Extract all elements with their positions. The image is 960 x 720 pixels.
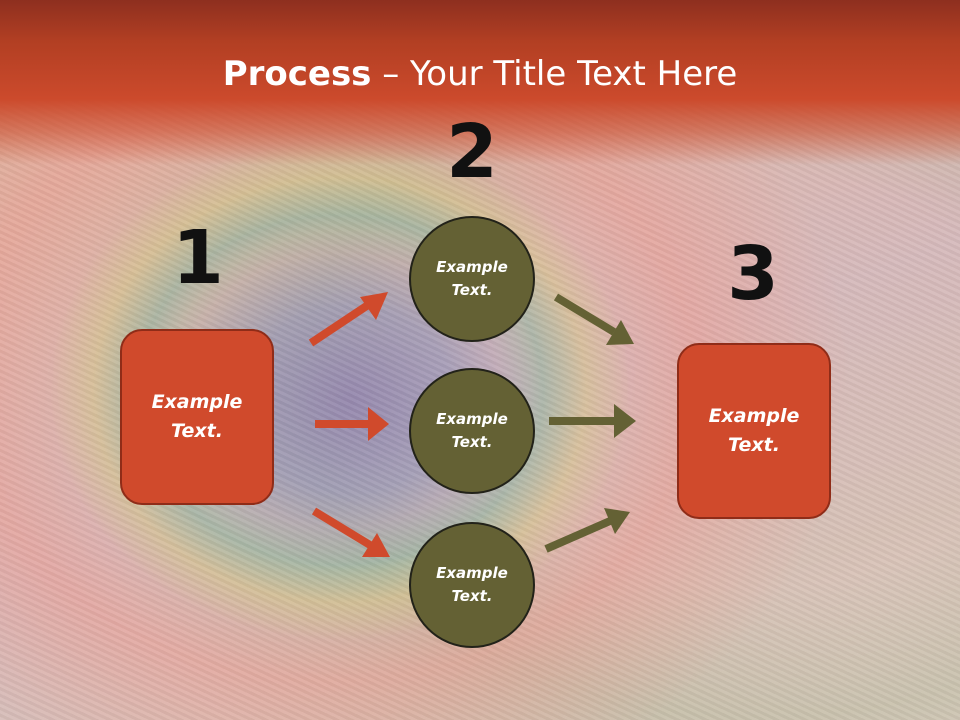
step-1-box[interactable]: Example Text. <box>120 329 274 505</box>
step-2-circle-middle[interactable]: Example Text. <box>409 368 535 494</box>
arrow-box1-to-circle-middle <box>315 407 389 441</box>
step-number-2: 2 <box>446 109 498 195</box>
arrow-box1-to-circle-top <box>308 292 388 347</box>
step-3-text-line1: Example <box>708 405 800 427</box>
step-3-text-line2: Text. <box>728 434 780 456</box>
step-1-text-line1: Example <box>151 391 243 413</box>
circle-top-text-line2: Text. <box>451 281 493 299</box>
step-2-circle-bottom[interactable]: Example Text. <box>409 522 535 648</box>
circle-bottom-text-line1: Example <box>436 564 508 582</box>
circle-middle-text-line1: Example <box>436 410 508 428</box>
arrow-circle-bottom-to-box3 <box>544 508 630 553</box>
step-number-3: 3 <box>727 231 779 317</box>
step-2-circle-top[interactable]: Example Text. <box>409 216 535 342</box>
title-bold-part: Process <box>222 54 372 94</box>
step-3-box[interactable]: Example Text. <box>677 343 831 519</box>
circle-middle-text-line2: Text. <box>451 433 493 451</box>
title-band <box>0 0 960 165</box>
step-number-1: 1 <box>172 215 224 301</box>
arrow-circle-middle-to-box3 <box>549 404 636 438</box>
step-1-text-line2: Text. <box>171 420 223 442</box>
circle-bottom-text-line2: Text. <box>451 587 493 605</box>
arrow-circle-top-to-box3 <box>553 293 634 345</box>
arrow-box1-to-circle-bottom <box>311 507 390 557</box>
circle-top-text-line1: Example <box>436 258 508 276</box>
slide-title: Process – Your Title Text Here <box>0 52 960 96</box>
title-rest-part: – Your Title Text Here <box>371 54 738 94</box>
